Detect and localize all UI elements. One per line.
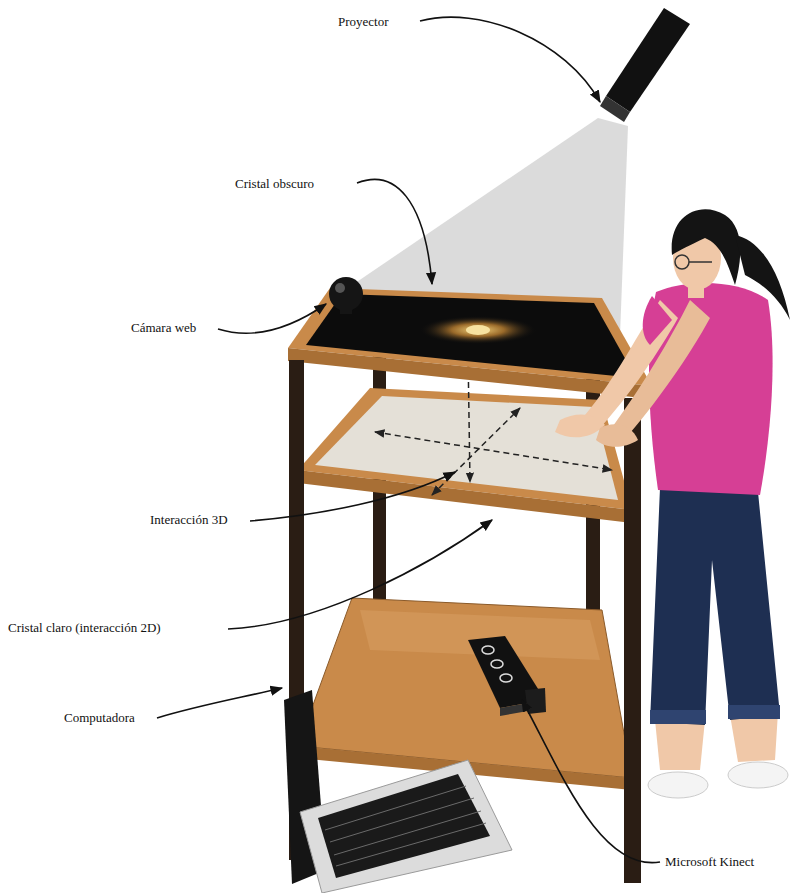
projected-image [466, 325, 490, 335]
part-label: Cámara web [131, 320, 196, 336]
kinect-sensor [468, 636, 546, 716]
user-figure [555, 209, 790, 798]
table-leg [624, 398, 641, 883]
part-label: Cristal obscuro [235, 176, 314, 192]
shelf-edge [298, 470, 632, 523]
interaction-axis [432, 408, 520, 495]
part-label: Computadora [64, 710, 135, 726]
interaction-axis [375, 432, 612, 470]
part-label: Proyector [338, 14, 389, 30]
leader-line [157, 17, 660, 863]
part-label: Cristal claro (interacción 2D) [8, 620, 161, 636]
laptop [284, 690, 512, 893]
projected-image [420, 316, 536, 344]
table-edge [288, 348, 652, 399]
webcam [329, 277, 363, 314]
projector [606, 8, 690, 112]
part-label: Interacción 3D [150, 512, 228, 528]
projector-lens [600, 96, 630, 122]
part-label: Microsoft Kinect [665, 854, 754, 870]
